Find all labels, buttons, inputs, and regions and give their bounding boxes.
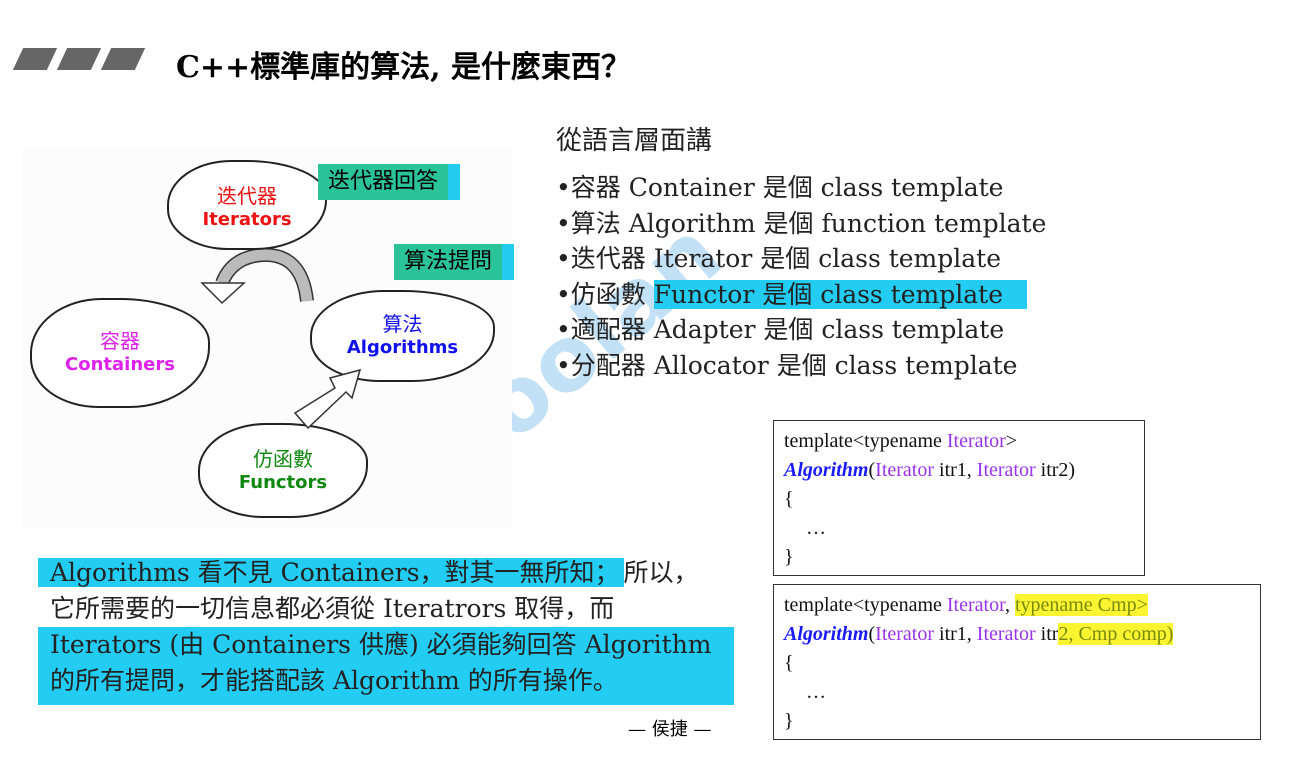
slide-title: C++標準庫的算法, 是什麼東西？ bbox=[176, 50, 632, 85]
code-text: } bbox=[784, 710, 794, 732]
code-highlight: typename Cmp> bbox=[1014, 594, 1148, 616]
code-text: , bbox=[1004, 594, 1015, 616]
code-type: Iterator bbox=[875, 623, 935, 645]
diagram: 迭代器 Iterators 迭代器回答 算法提問 容器 Containers 算… bbox=[22, 148, 515, 528]
code-text: itr bbox=[1035, 623, 1059, 645]
iterators-en: Iterators bbox=[202, 209, 292, 230]
code-type: Iterator bbox=[946, 430, 1006, 452]
para-line: 所以， bbox=[623, 558, 699, 587]
code-text: } bbox=[784, 546, 794, 568]
code-text: template<typename bbox=[784, 430, 947, 452]
code-box-2: template<typename Iterator, typename Cmp… bbox=[773, 584, 1261, 740]
section-heading: 從語言層面講 bbox=[556, 126, 713, 156]
code-type: Iterator bbox=[976, 459, 1036, 481]
functors-cloud: 仿函數 Functors bbox=[198, 423, 368, 518]
title-decoration bbox=[12, 48, 58, 70]
algorithms-en: Algorithms bbox=[346, 337, 459, 358]
code-text: ( bbox=[868, 459, 876, 481]
tag-algorithm-ask: 算法提問 bbox=[394, 244, 515, 280]
bullet-item: •分配器 Allocator 是個 class template bbox=[556, 350, 1018, 380]
algorithms-cloud: 算法 Algorithms bbox=[310, 290, 495, 382]
code-text: itr1, bbox=[934, 623, 977, 645]
para-line: Algorithms 看不見 Containers，對其一無所知； bbox=[38, 558, 624, 587]
para-line: 它所需要的一切信息都必須從 Iteratrors 取得，而 bbox=[50, 594, 615, 623]
iterators-cloud: 迭代器 Iterators bbox=[167, 160, 327, 250]
code-text: … bbox=[806, 517, 826, 539]
code-type: Iterator bbox=[875, 459, 935, 481]
bullet-prefix: •仿函數 bbox=[556, 279, 654, 309]
para-line: Iterators (由 Containers 供應) 必須能夠回答 Algor… bbox=[38, 627, 734, 663]
straight-arrow-icon bbox=[293, 368, 362, 430]
bullet-item: •算法 Algorithm 是個 function template bbox=[556, 208, 1047, 238]
functors-en: Functors bbox=[238, 472, 328, 493]
code-box-1: template<typename Iterator> Algorithm(It… bbox=[773, 420, 1145, 576]
footer-author: — 侯捷 — bbox=[628, 719, 712, 740]
code-text: { bbox=[784, 652, 794, 674]
tag-iterator-answer: 迭代器回答 bbox=[318, 164, 461, 200]
code-text: { bbox=[784, 488, 794, 510]
bullet-item: •仿函數 Functor 是個 class template bbox=[556, 277, 1046, 313]
containers-cloud: 容器 Containers bbox=[30, 298, 210, 408]
code-function: Algorithm bbox=[784, 623, 869, 645]
bullet-highlight: Functor 是個 class template bbox=[653, 279, 1027, 309]
containers-zh: 容器 bbox=[100, 329, 140, 353]
code-highlight: 2, Cmp comp) bbox=[1058, 623, 1174, 645]
bullet-item: •適配器 Adapter 是個 class template bbox=[556, 315, 1005, 344]
bullet-list: •容器 Container 是個 class template •算法 Algo… bbox=[556, 170, 1046, 383]
code-text: template<typename bbox=[784, 594, 947, 616]
code-type: Iterator bbox=[976, 623, 1036, 645]
code-text: … bbox=[806, 681, 826, 703]
algorithms-zh: 算法 bbox=[382, 312, 423, 336]
code-type: Iterator bbox=[946, 594, 1005, 616]
title-decoration bbox=[56, 48, 102, 70]
code-text: itr2) bbox=[1035, 459, 1076, 481]
bullet-item: •迭代器 Iterator 是個 class template bbox=[556, 244, 1002, 273]
curved-arrow-icon bbox=[200, 247, 314, 305]
code-function: Algorithm bbox=[784, 459, 869, 481]
bullet-item: •容器 Container 是個 class template bbox=[556, 173, 1004, 202]
iterators-zh: 迭代器 bbox=[217, 184, 277, 208]
para-line: 的所有提問，才能搭配該 Algorithm 的所有操作。 bbox=[38, 663, 734, 705]
containers-en: Containers bbox=[65, 354, 175, 375]
code-text: itr1, bbox=[934, 459, 977, 481]
code-text: ( bbox=[868, 623, 876, 645]
title-decoration bbox=[100, 48, 146, 70]
functors-zh: 仿函數 bbox=[253, 447, 313, 471]
code-text: > bbox=[1005, 430, 1018, 452]
summary-paragraph: Algorithms 看不見 Containers，對其一無所知；所以， 它所需… bbox=[38, 555, 738, 705]
